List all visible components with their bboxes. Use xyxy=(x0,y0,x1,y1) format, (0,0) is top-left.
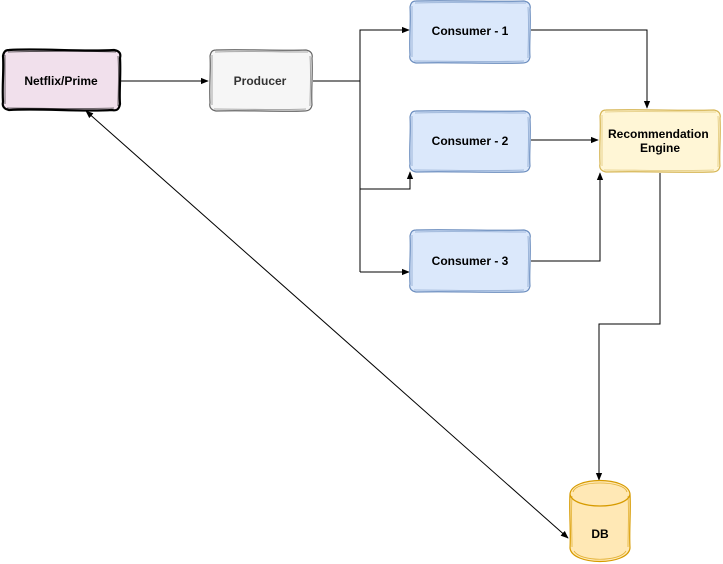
node-recommendation-engine[interactable]: Recommendation Engine xyxy=(599,109,721,173)
node-consumer-3-fill xyxy=(410,230,530,292)
node-producer-label: Producer xyxy=(234,74,287,88)
node-consumer-1-outline xyxy=(409,0,531,64)
node-consumer-2-outline-2 xyxy=(411,112,529,171)
node-engine-label-line-1: Recommendation xyxy=(608,127,709,141)
node-consumer-3[interactable]: Consumer - 3 xyxy=(409,229,531,293)
node-db-body xyxy=(570,494,630,562)
edge-consumer-1-to-engine xyxy=(531,29,651,109)
edge-producer-to-consumer-1 xyxy=(359,26,410,81)
node-consumer-3-outline xyxy=(409,229,531,293)
node-netflix-fill xyxy=(3,50,120,110)
node-consumer-1-fill xyxy=(410,1,530,63)
node-producer-fill xyxy=(210,50,312,111)
node-engine-label-line-2: Engine xyxy=(640,141,680,155)
node-netflix-outline xyxy=(1,48,122,112)
node-db-label: DB xyxy=(591,527,609,541)
node-consumer-2-outline xyxy=(409,110,531,173)
node-db-outline-2 xyxy=(571,482,629,560)
node-consumer-1-outline-2 xyxy=(411,2,529,62)
node-consumer-3-label: Consumer - 3 xyxy=(432,254,509,268)
node-engine-outline-2 xyxy=(601,111,719,171)
node-consumer-2-label: Consumer - 2 xyxy=(432,134,509,148)
node-producer[interactable]: Producer xyxy=(209,49,313,112)
node-engine-fill xyxy=(600,110,720,172)
edge-engine-to-db xyxy=(595,173,661,481)
node-consumer-3-outline-2 xyxy=(411,231,529,291)
node-db-top xyxy=(570,481,630,507)
edges xyxy=(85,26,661,539)
node-producer-outline xyxy=(209,49,313,112)
node-netflix-outline-2 xyxy=(4,50,119,109)
node-producer-outline-2 xyxy=(211,51,311,110)
node-consumer-2-fill xyxy=(410,111,530,172)
node-engine-label: Recommendation Engine xyxy=(608,127,712,155)
node-netflix-prime[interactable]: Netflix/Prime xyxy=(1,48,122,112)
node-consumer-2[interactable]: Consumer - 2 xyxy=(409,110,531,173)
node-engine-outline xyxy=(599,109,721,173)
node-db[interactable]: DB xyxy=(569,479,631,563)
node-consumer-1-label: Consumer - 1 xyxy=(432,24,509,38)
node-netflix-label: Netflix/Prime xyxy=(24,74,98,88)
node-consumer-1[interactable]: Consumer - 1 xyxy=(409,0,531,64)
edge-producer-trunk xyxy=(313,80,361,272)
edge-producer-to-consumer-2 xyxy=(360,171,414,190)
edge-netflix-db-bidirectional xyxy=(85,110,569,539)
edge-consumer-3-to-engine xyxy=(531,172,604,262)
